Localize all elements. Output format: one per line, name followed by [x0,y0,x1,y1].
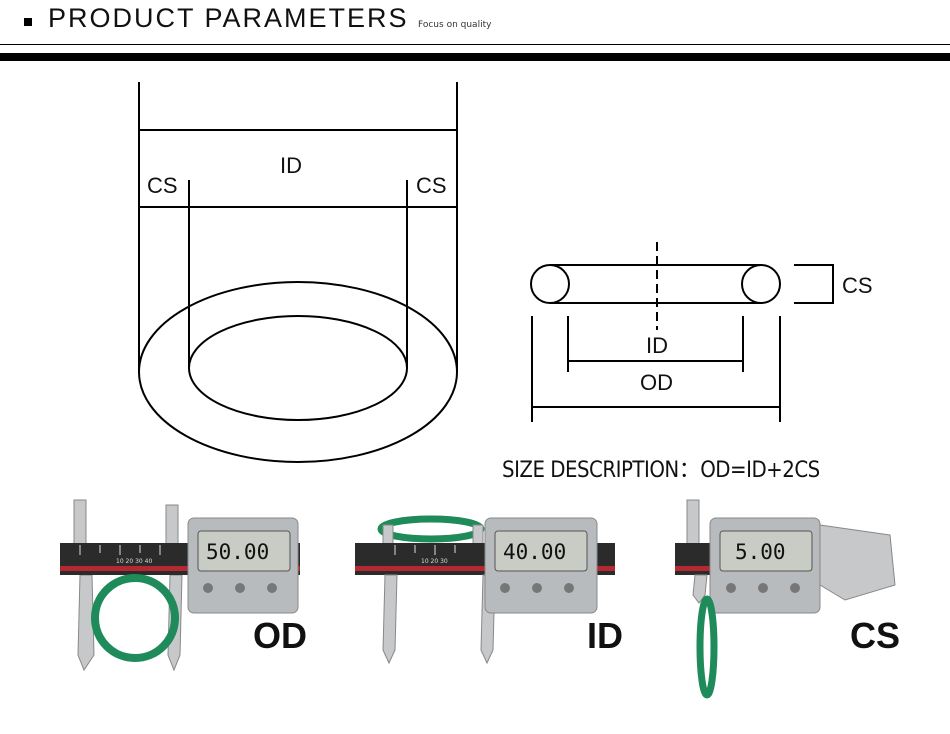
cs-measurement-photo: 5.00 CS [665,485,925,710]
od-measurement-photo: 10 20 30 40 50.00 OD [40,485,307,710]
caliper-id-illustration: 10 20 30 40.00 [355,515,615,665]
size-description: SIZE DESCRIPTION：OD=ID+2CS [502,458,820,483]
page-subtitle: Focus on quality [418,20,492,30]
header-rule-thin [0,44,950,45]
right-cs-label: CS [842,273,873,298]
left-cs-label-a: CS [147,173,178,198]
bullet-icon [24,18,32,26]
header-rule-thick [0,53,950,61]
perspective-ring-diagram [138,82,458,463]
cross-section-right [741,264,781,304]
od-label: OD [253,615,307,656]
green-oring-icon [91,574,179,662]
od-lcd-reading: 50.00 [206,540,269,564]
cs-lcd-reading: 5.00 [735,540,786,564]
svg-text:10 20 30 40: 10 20 30 40 [116,558,152,565]
id-label: ID [587,615,623,656]
ring-outer-edge [138,281,458,463]
svg-text:10 20 30: 10 20 30 [421,558,448,565]
right-id-label: ID [646,333,668,358]
id-measurement-photo: 10 20 30 40.00 ID [355,485,623,710]
page-title: PRODUCT PARAMETERS [48,3,409,33]
ring-inner-edge [188,315,408,421]
caliper-od-illustration: 10 20 30 40 50.00 [60,499,300,672]
green-oring-icon [696,595,718,699]
green-oring-icon [377,515,485,543]
header: PRODUCT PARAMETERS Focus on quality [0,0,950,62]
left-id-label: ID [280,153,302,178]
cross-section-diagram [530,242,834,422]
caliper-cs-illustration: 5.00 [675,499,896,699]
cross-section-left [530,264,570,304]
cs-label: CS [850,615,901,656]
id-lcd-reading: 40.00 [503,540,566,564]
left-cs-label-b: CS [416,173,447,198]
right-od-label: OD [640,370,673,395]
